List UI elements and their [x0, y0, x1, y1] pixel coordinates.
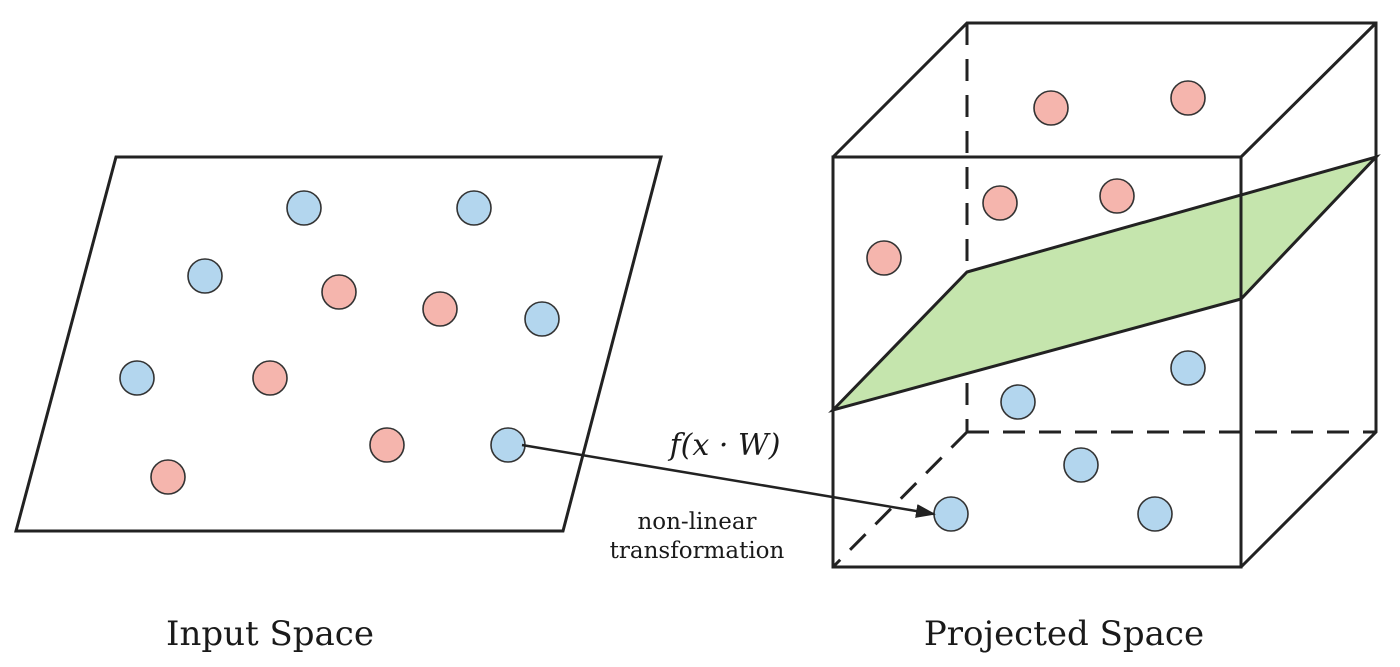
red-data-point	[252, 360, 288, 396]
transform-label-line1: non-linear	[637, 509, 756, 535]
projected-space-caption: Projected Space	[924, 614, 1204, 654]
blue-data-point	[119, 360, 155, 396]
red-data-point	[150, 459, 186, 495]
blue-data-point	[933, 496, 969, 532]
blue-data-point	[1063, 447, 1099, 483]
transformation-arrow	[521, 443, 936, 518]
cube-front-face	[831, 155, 1243, 569]
input-space-caption: Input Space	[166, 614, 374, 654]
red-data-point	[866, 240, 902, 276]
red-data-point	[1170, 80, 1206, 116]
cube-hidden-edge	[831, 430, 969, 569]
cube-edge	[1239, 21, 1378, 159]
red-data-point	[1033, 90, 1069, 126]
blue-data-point	[490, 427, 526, 463]
red-data-point	[369, 427, 405, 463]
red-data-point	[982, 185, 1018, 221]
blue-data-point	[1137, 496, 1173, 532]
input-space-plane	[14, 155, 663, 533]
transform-label-line2: transformation	[610, 538, 785, 564]
blue-data-point	[187, 258, 223, 294]
red-data-point	[1099, 178, 1135, 214]
input-points	[119, 190, 560, 495]
blue-data-point	[524, 301, 560, 337]
blue-data-point	[1000, 384, 1036, 420]
blue-data-point	[286, 190, 322, 226]
red-data-point	[321, 274, 357, 310]
projected-points	[866, 80, 1206, 532]
blue-data-point	[1170, 350, 1206, 386]
formula-label: f(x · W)	[668, 428, 781, 463]
red-data-point	[422, 291, 458, 327]
blue-data-point	[456, 190, 492, 226]
